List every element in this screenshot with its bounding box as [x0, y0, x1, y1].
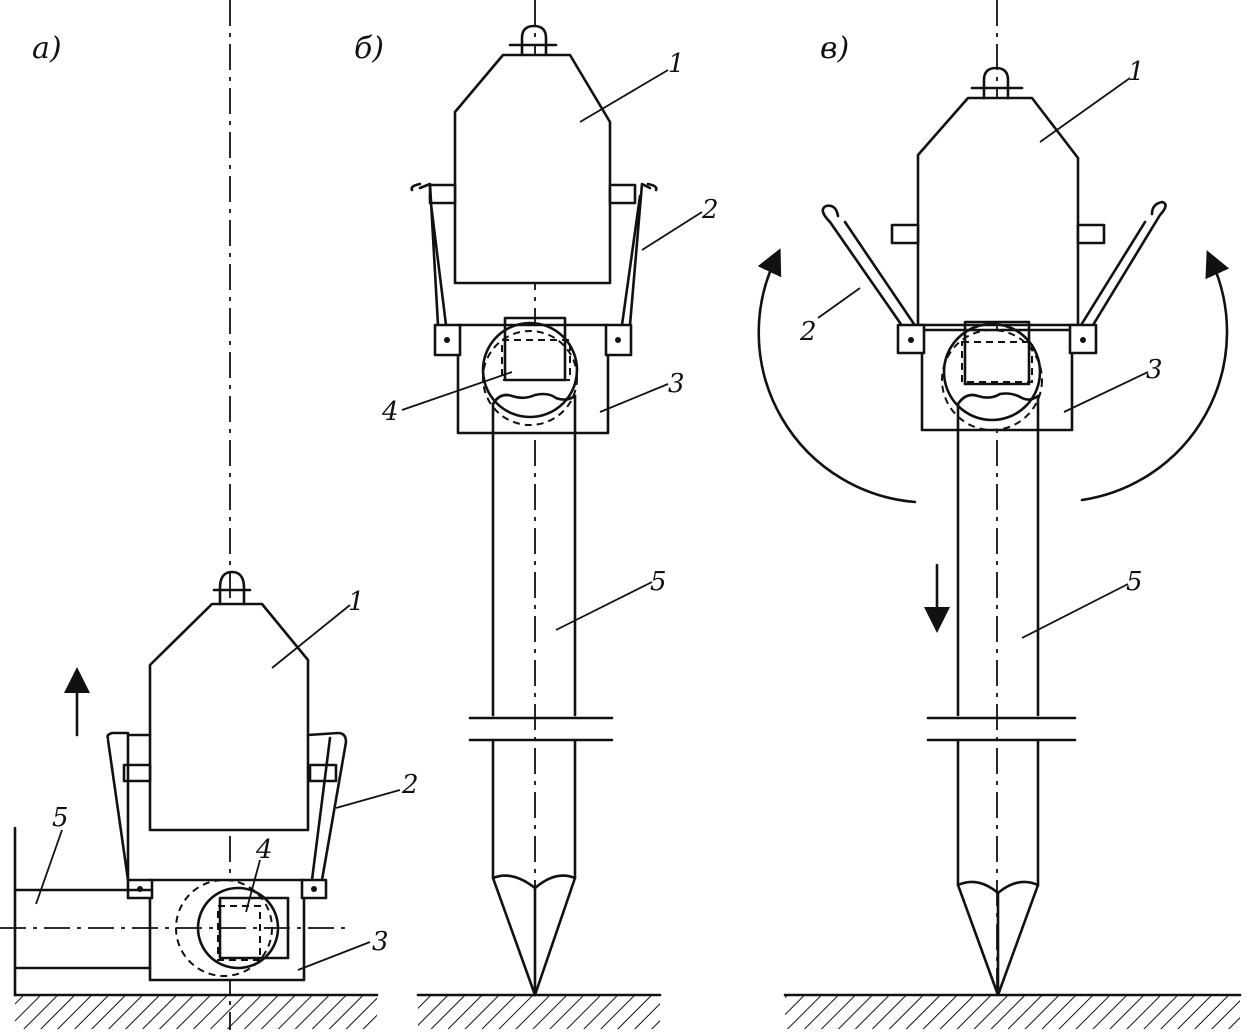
panel-a-hammer	[122, 570, 338, 832]
panel-a-cap	[126, 878, 328, 982]
panel-c-cap	[896, 320, 1098, 432]
panel-c-rotation-arrow-right	[1080, 250, 1230, 502]
panel-a-callout-1: 1	[348, 587, 365, 617]
panel-a-label: а)	[32, 31, 62, 66]
panel-b-cap	[433, 316, 633, 435]
panel-c-callout-3: 3	[1146, 355, 1163, 385]
panel-b-hammer	[428, 24, 637, 285]
panel-a-bail	[106, 731, 348, 882]
panel-a-pile	[0, 826, 350, 997]
panel-c-callout-2: 2	[799, 317, 817, 347]
panel-b-callout-3: 3	[668, 369, 685, 399]
panel-c-pile	[926, 392, 1077, 997]
panel-c: в)	[757, 0, 1242, 1029]
panel-c-ground	[783, 993, 1242, 1029]
panel-c-callout-5: 5	[1126, 567, 1143, 597]
panel-a-ground	[13, 993, 379, 1029]
panel-a: а)	[0, 0, 419, 1030]
panel-c-rotation-arrow-left	[757, 248, 917, 504]
panel-b-callout-2: 2	[701, 195, 719, 225]
panel-a-callout-3: 3	[372, 927, 389, 957]
panel-b-pile	[468, 392, 614, 997]
panel-b: б)	[354, 0, 719, 1029]
panel-b-callout-1: 1	[668, 49, 685, 79]
panel-c-hammer	[890, 66, 1106, 327]
panel-b-bail	[410, 182, 658, 327]
panel-a-callout-4: 4	[255, 835, 273, 865]
panel-c-callout-1: 1	[1128, 57, 1145, 87]
panel-b-ground	[416, 993, 662, 1029]
panel-b-callout-4: 4	[381, 397, 399, 427]
panel-a-callout-2: 2	[401, 770, 419, 800]
panel-b-label: б)	[354, 31, 384, 66]
panel-c-bail-open	[821, 200, 1167, 332]
panel-a-callout-5: 5	[52, 803, 69, 833]
panel-c-label: в)	[820, 31, 849, 66]
panel-b-callout-5: 5	[650, 567, 667, 597]
